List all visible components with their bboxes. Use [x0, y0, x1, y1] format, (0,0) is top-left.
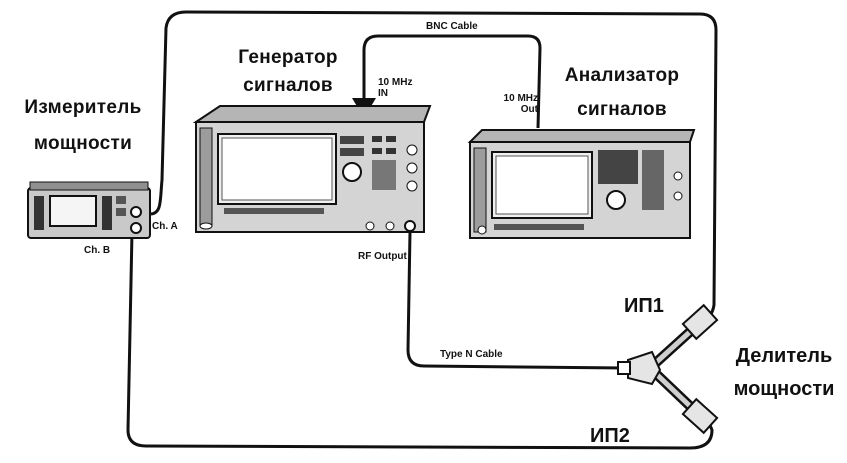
divider-label: Делитель мощности — [722, 346, 846, 400]
type-n-cable-label: Type N Cable — [440, 349, 503, 360]
bnc-cable — [362, 34, 542, 129]
generator-label: Генератор сигналов — [218, 48, 358, 96]
power-meter-screen — [49, 195, 97, 227]
analyzer-label-line1: Анализатор — [564, 65, 680, 86]
ip1-label: ИП1 — [624, 295, 664, 317]
cable-ch-a-to-ip1 — [149, 10, 718, 327]
divider-port-ip1 — [681, 303, 719, 341]
ref-in-label-line1: 10 MHz — [378, 77, 413, 88]
generator-label-line1: Генератор — [238, 47, 338, 68]
divider-input-port — [617, 361, 631, 375]
power-meter-label-line2: мощности — [33, 132, 133, 154]
generator-label-line2: сигналов — [243, 74, 333, 96]
ref-out-label-line2: Out — [520, 103, 538, 115]
ref-in-label-line2: IN — [378, 87, 388, 99]
divider-label-line2: мощности — [733, 378, 835, 400]
ch-b-label: Ch. B — [84, 245, 111, 256]
ip2-label: ИП2 — [590, 425, 630, 447]
power-meter-device — [27, 181, 151, 239]
type-n-cable — [406, 231, 626, 370]
port-ch-b — [130, 222, 142, 234]
divider-port-ip2 — [681, 397, 719, 435]
power-meter-label: Измеритель мощности — [8, 98, 158, 154]
ref-out-label-line1: 10 MHz — [503, 93, 538, 104]
analyzer-label-line2: сигналов — [577, 98, 667, 120]
divider-label-line1: Делитель — [735, 345, 833, 367]
power-divider-device — [617, 303, 719, 435]
cable-ch-b-to-ip2 — [126, 231, 714, 450]
ch-a-label: Ch. A — [152, 221, 178, 232]
port-ch-a — [130, 206, 142, 218]
rf-output-port — [404, 220, 416, 232]
analyzer-label: Анализатор сигналов — [552, 66, 692, 120]
ref-in-label: 10 MHz IN — [378, 77, 413, 99]
rf-output-label: RF Output — [358, 251, 407, 262]
ref-out-label: 10 MHz Out — [486, 93, 538, 115]
signal-analyzer-device — [467, 129, 696, 239]
signal-generator-device — [192, 105, 432, 233]
bnc-cable-label: BNC Cable — [426, 21, 478, 32]
power-meter-label-line1: Измеритель — [24, 97, 142, 118]
